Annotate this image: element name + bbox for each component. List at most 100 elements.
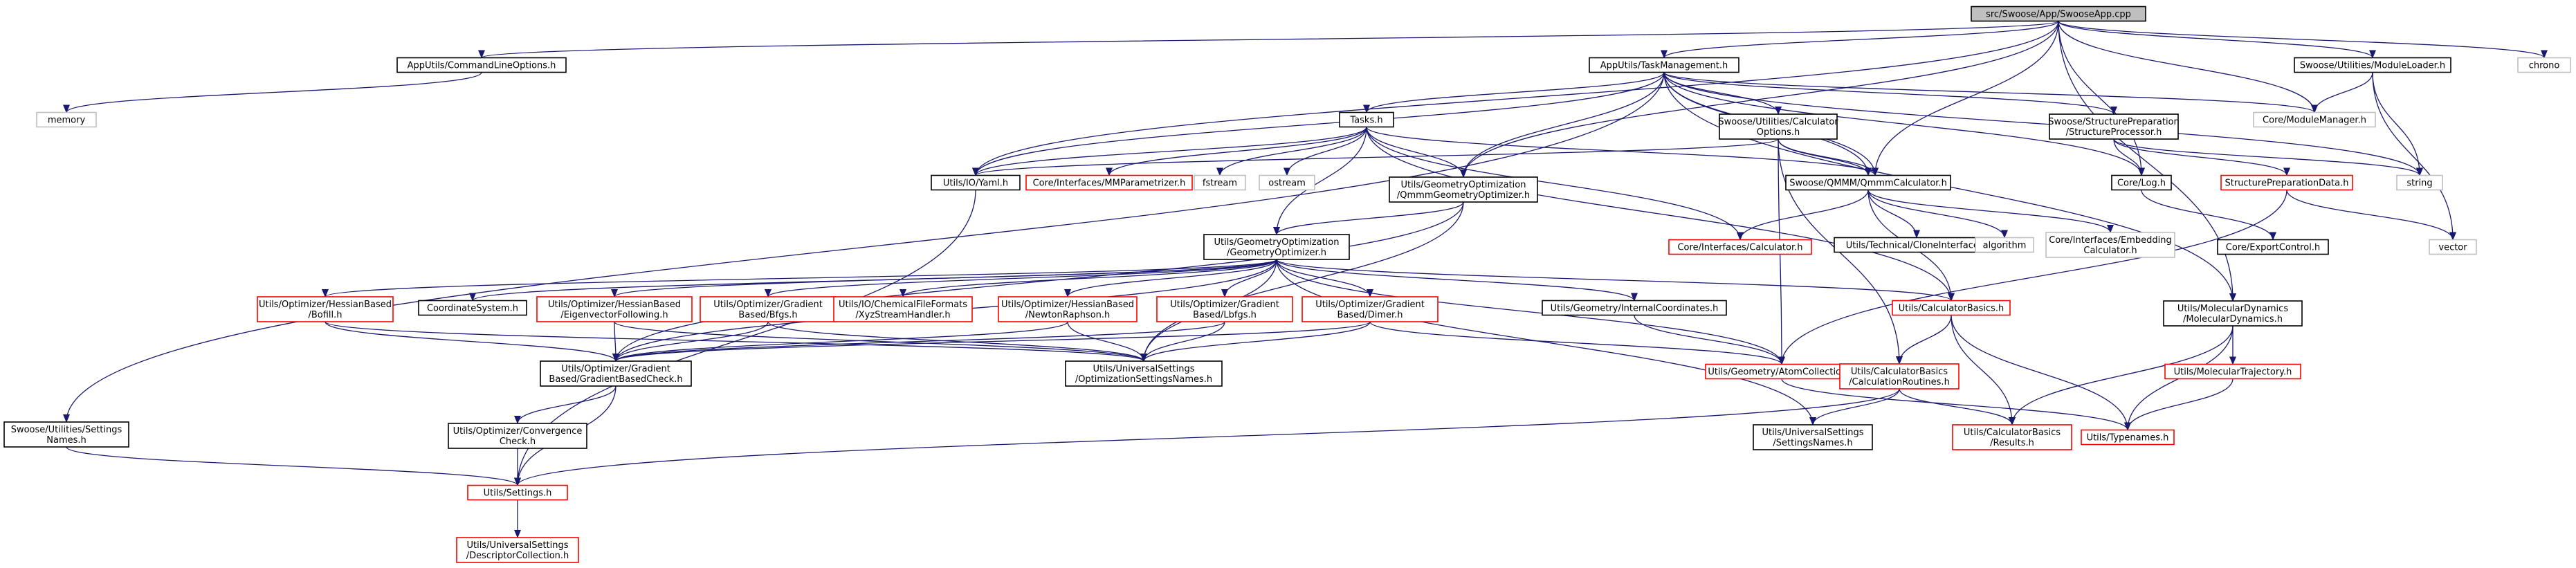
node-utils-optimizer-gradientbased-gradientbasedcheck-h[interactable]: Utils/Optimizer/GradientBased/GradientBa… bbox=[540, 360, 692, 387]
node-memory: memory bbox=[36, 111, 97, 128]
node-box bbox=[448, 423, 587, 449]
node-box bbox=[2045, 232, 2175, 258]
node-utils-optimizer-hessianbased-eigenvectorfollowing-h[interactable]: Utils/Optimizer/HessianBased/Eigenvector… bbox=[536, 296, 693, 322]
edge-n3-n18 bbox=[1663, 72, 2423, 176]
node-utils-moleculartrajectory-h[interactable]: Utils/MolecularTrajectory.h bbox=[2164, 363, 2301, 380]
node-box bbox=[1719, 113, 1838, 140]
node-box bbox=[2294, 57, 2451, 73]
node-label: /SettingsNames.h bbox=[1773, 438, 1852, 448]
edge-n22-n45 bbox=[1276, 259, 1816, 425]
node-label: Utils/Optimizer/Gradient bbox=[713, 300, 823, 310]
node-label: Utils/Optimizer/HessianBased bbox=[548, 300, 681, 310]
node-box bbox=[1952, 424, 2072, 450]
node-label: Based/Bfgs.h bbox=[738, 310, 797, 320]
node-swoose-qmmm-qmmmcalculator-h[interactable]: Swoose/QMMM/QmmmCalculator.h bbox=[1785, 174, 1951, 191]
node-box bbox=[700, 296, 837, 322]
node-utils-calculatorbasics-h[interactable]: Utils/CalculatorBasics.h bbox=[1892, 300, 2011, 316]
node-algorithm: algorithm bbox=[1975, 237, 2034, 253]
node-tasks-h[interactable]: Tasks.h bbox=[1339, 111, 1394, 128]
node-utils-calculatorbasics-results-h[interactable]: Utils/CalculatorBasics/Results.h bbox=[1952, 424, 2072, 450]
node-utils-optimizer-gradientbased-dimer-h[interactable]: Utils/Optimizer/GradientBased/Dimer.h bbox=[1301, 296, 1438, 322]
edge-n22-n28 bbox=[322, 259, 1277, 297]
node-label: Utils/MolecularTrajectory.h bbox=[2174, 367, 2292, 378]
node-apputils-commandlineoptions-h[interactable]: AppUtils/CommandLineOptions.h bbox=[396, 57, 567, 73]
node-swoose-structurepreparation-structureprocessor-h[interactable]: Swoose/StructurePreparation/StructurePro… bbox=[2048, 113, 2180, 140]
edge-n0-n4 bbox=[2058, 21, 2376, 59]
node-utils-geometry-internalcoordinates-h[interactable]: Utils/Geometry/InternalCoordinates.h bbox=[1542, 300, 1727, 316]
node-apputils-taskmanagement-h[interactable]: AppUtils/TaskManagement.h bbox=[1589, 57, 1739, 73]
node-box bbox=[1785, 174, 1951, 191]
node-box bbox=[931, 174, 1021, 191]
node-utils-geometryoptimization-geometryoptimizer-h[interactable]: Utils/GeometryOptimization/GeometryOptim… bbox=[1203, 234, 1350, 260]
node-utils-universalsettings-descriptorcollection-h[interactable]: Utils/UniversalSettings/DescriptorCollec… bbox=[456, 537, 579, 563]
edge-n7-n16 bbox=[1778, 138, 1879, 176]
node-box bbox=[1301, 296, 1438, 322]
node-layer: src/Swoose/App/SwooseApp.cppAppUtils/Com… bbox=[3, 6, 2571, 563]
node-utils-io-yaml-h[interactable]: Utils/IO/Yaml.h bbox=[931, 174, 1021, 191]
edge-n3-n9 bbox=[1663, 71, 2318, 113]
edge-n22-n35 bbox=[1276, 259, 1373, 297]
node-utils-typenames-h[interactable]: Utils/Typenames.h bbox=[2081, 429, 2175, 446]
node-utils-settings-h[interactable]: Utils/Settings.h bbox=[467, 484, 568, 501]
node-label: Utils/CalculatorBasics bbox=[1851, 367, 1948, 377]
node-core-interfaces-mmparametrizer-h[interactable]: Core/Interfaces/MMParametrizer.h bbox=[1025, 174, 1193, 191]
node-utils-universalsettings-settingsnames-h[interactable]: Utils/UniversalSettings/SettingsNames.h bbox=[1753, 424, 1873, 450]
node-label: /GeometryOptimizer.h bbox=[1227, 248, 1326, 258]
node-utils-optimizer-gradientbased-bfgs-h[interactable]: Utils/Optimizer/GradientBased/Bfgs.h bbox=[700, 296, 837, 322]
node-utils-optimizer-hessianbased-newtonraphson-h[interactable]: Utils/Optimizer/HessianBased/NewtonRaphs… bbox=[998, 296, 1138, 322]
edge-n8-n18 bbox=[2113, 138, 2423, 176]
node-structurepreparationdata-h[interactable]: StructurePreparationData.h bbox=[2220, 174, 2353, 191]
edge-n7-n11 bbox=[972, 138, 1779, 176]
node-label: Utils/Settings.h bbox=[484, 488, 552, 499]
node-swoose-utilities-moduleloader-h[interactable]: Swoose/Utilities/ModuleLoader.h bbox=[2294, 57, 2451, 73]
node-label: /Results.h bbox=[1990, 438, 2034, 448]
node-box bbox=[1892, 300, 2011, 316]
node-utils-optimizer-gradientbased-lbfgs-h[interactable]: Utils/Optimizer/GradientBased/Lbfgs.h bbox=[1156, 296, 1293, 322]
edge-n22-n31 bbox=[765, 259, 1277, 297]
node-utils-universalsettings-optimizationsettingsnames-h[interactable]: Utils/UniversalSettings/OptimizationSett… bbox=[1065, 360, 1223, 387]
node-swoose-utilities-settingsnames-h[interactable]: Swoose/Utilities/SettingsNames.h bbox=[3, 421, 129, 448]
edge-n21-n41 bbox=[1778, 190, 2287, 365]
node-utils-geometryoptimization-qmmmgeometryoptimizer-h[interactable]: Utils/GeometryOptimization/QmmmGeometryO… bbox=[1389, 176, 1538, 203]
edge-n34-n40 bbox=[1140, 321, 1225, 362]
node-utils-optimizer-hessianbased-bofill-h[interactable]: Utils/Optimizer/HessianBased/Bofill.h bbox=[257, 296, 394, 322]
node-core-modulemanager-h: Core/ModuleManager.h bbox=[2253, 111, 2376, 128]
edge-n3-n10 bbox=[63, 72, 1665, 423]
node-box bbox=[1839, 363, 1960, 390]
node-label: fstream bbox=[1203, 178, 1237, 189]
node-box bbox=[998, 296, 1138, 322]
edge-n33-n39 bbox=[612, 321, 1068, 362]
edge-layer bbox=[63, 20, 2548, 538]
node-core-exportcontrol-h[interactable]: Core/ExportControl.h bbox=[2217, 239, 2329, 255]
node-label: Calculator.h bbox=[2083, 246, 2137, 256]
node-label: Utils/IO/Yaml.h bbox=[943, 178, 1008, 189]
node-label: Based/Lbfgs.h bbox=[1193, 310, 1257, 320]
node-core-interfaces-calculator-h[interactable]: Core/Interfaces/Calculator.h bbox=[1668, 239, 1812, 255]
edge-n15-n22 bbox=[1273, 201, 1464, 235]
node-utils-io-chemicalfileformats-xyzstreamhandler-h[interactable]: Utils/IO/ChemicalFileFormats/XyzStreamHa… bbox=[833, 296, 973, 322]
node-coordinatesystem-h[interactable]: CoordinateSystem.h bbox=[418, 300, 527, 316]
node-box bbox=[1156, 296, 1293, 322]
node-label: /StructureProcessor.h bbox=[2066, 127, 2162, 138]
edge-n21-n19 bbox=[2286, 190, 2456, 241]
node-box bbox=[456, 537, 579, 563]
edge-n28-n40 bbox=[325, 321, 1147, 362]
node-label: StructurePreparationData.h bbox=[2225, 178, 2349, 189]
edge-n6-n22 bbox=[1273, 127, 1367, 235]
edge-n37-n47 bbox=[1951, 315, 2131, 431]
node-utils-calculatorbasics-calculationroutines-h[interactable]: Utils/CalculatorBasics/CalculationRoutin… bbox=[1839, 363, 1960, 390]
node-label: Core/Interfaces/MMParametrizer.h bbox=[1033, 178, 1186, 189]
node-utils-technical-cloneinterface-h[interactable]: Utils/Technical/CloneInterface.h bbox=[1834, 237, 2000, 253]
node-box bbox=[396, 57, 567, 73]
node-utils-moleculardynamics-moleculardynamics-h[interactable]: Utils/MolecularDynamics/MolecularDynamic… bbox=[2163, 300, 2303, 327]
node-utils-geometry-atomcollection-h[interactable]: Utils/Geometry/AtomCollection.h bbox=[1705, 363, 1858, 380]
edge-n6-n12 bbox=[1106, 127, 1367, 176]
edge-n10-n48 bbox=[66, 446, 521, 486]
node-src-swoose-app-swooseapp-cpp[interactable]: src/Swoose/App/SwooseApp.cpp bbox=[1971, 6, 2146, 22]
node-label: Utils/Optimizer/HessianBased bbox=[1001, 300, 1134, 310]
node-label: Utils/CalculatorBasics bbox=[1964, 428, 2061, 438]
node-box bbox=[2429, 239, 2477, 255]
node-core-log-h[interactable]: Core/Log.h bbox=[2111, 174, 2172, 191]
